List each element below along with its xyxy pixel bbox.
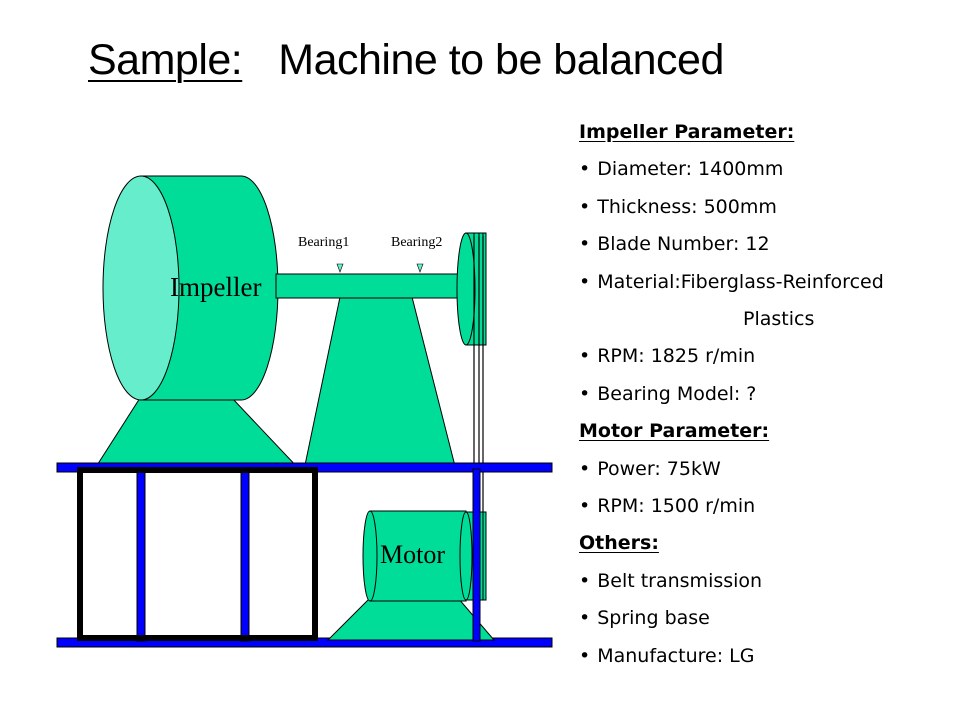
parameter-list: Impeller Parameter: Diameter: 1400mm Thi… xyxy=(579,114,949,675)
spring-base-frame xyxy=(77,467,318,641)
motor-parameter-heading: Motor Parameter: xyxy=(579,420,770,443)
upper-pulley xyxy=(456,232,487,346)
impeller-diameter: Diameter: 1400mm xyxy=(579,151,949,188)
motor-label: Motor xyxy=(380,540,445,569)
bearing1-marker xyxy=(336,263,344,273)
title-prefix: Sample: xyxy=(88,36,243,84)
title-text: Machine to be balanced xyxy=(278,36,724,84)
impeller-rpm: RPM: 1825 r/min xyxy=(579,338,949,375)
impeller-face xyxy=(102,175,180,401)
motor-pedestal xyxy=(326,597,496,641)
motor-body xyxy=(369,510,467,602)
others-spring: Spring base xyxy=(579,600,949,637)
others-manufacture: Manufacture: LG xyxy=(579,638,949,675)
base-frame-right-post xyxy=(472,468,481,642)
shaft-pedestal xyxy=(303,296,457,471)
motor-face xyxy=(362,510,378,602)
others-heading: Others: xyxy=(579,532,659,555)
slide-title: Sample: Machine to be balanced xyxy=(88,36,724,85)
motor-power: Power: 75kW xyxy=(579,451,949,488)
impeller-label: Impeller xyxy=(170,272,261,302)
impeller-thickness: Thickness: 500mm xyxy=(579,189,949,226)
shaft xyxy=(275,273,465,299)
impeller-parameter-heading: Impeller Parameter: xyxy=(579,121,795,143)
bearing2-label: Bearing2 xyxy=(391,235,442,250)
impeller-pedestal xyxy=(93,397,302,471)
impeller-blade-number: Blade Number: 12 xyxy=(579,226,949,263)
motor-rpm: RPM: 1500 r/min xyxy=(579,488,949,525)
bearing1-label: Bearing1 xyxy=(298,235,349,250)
others-belt: Belt transmission xyxy=(579,563,949,600)
impeller-bearing-model: Bearing Model: ? xyxy=(579,376,949,413)
impeller-material-continuation: Plastics xyxy=(743,308,815,331)
impeller-material: Material:Fiberglass-Reinforced xyxy=(579,264,949,301)
bearing2-marker xyxy=(416,263,424,273)
